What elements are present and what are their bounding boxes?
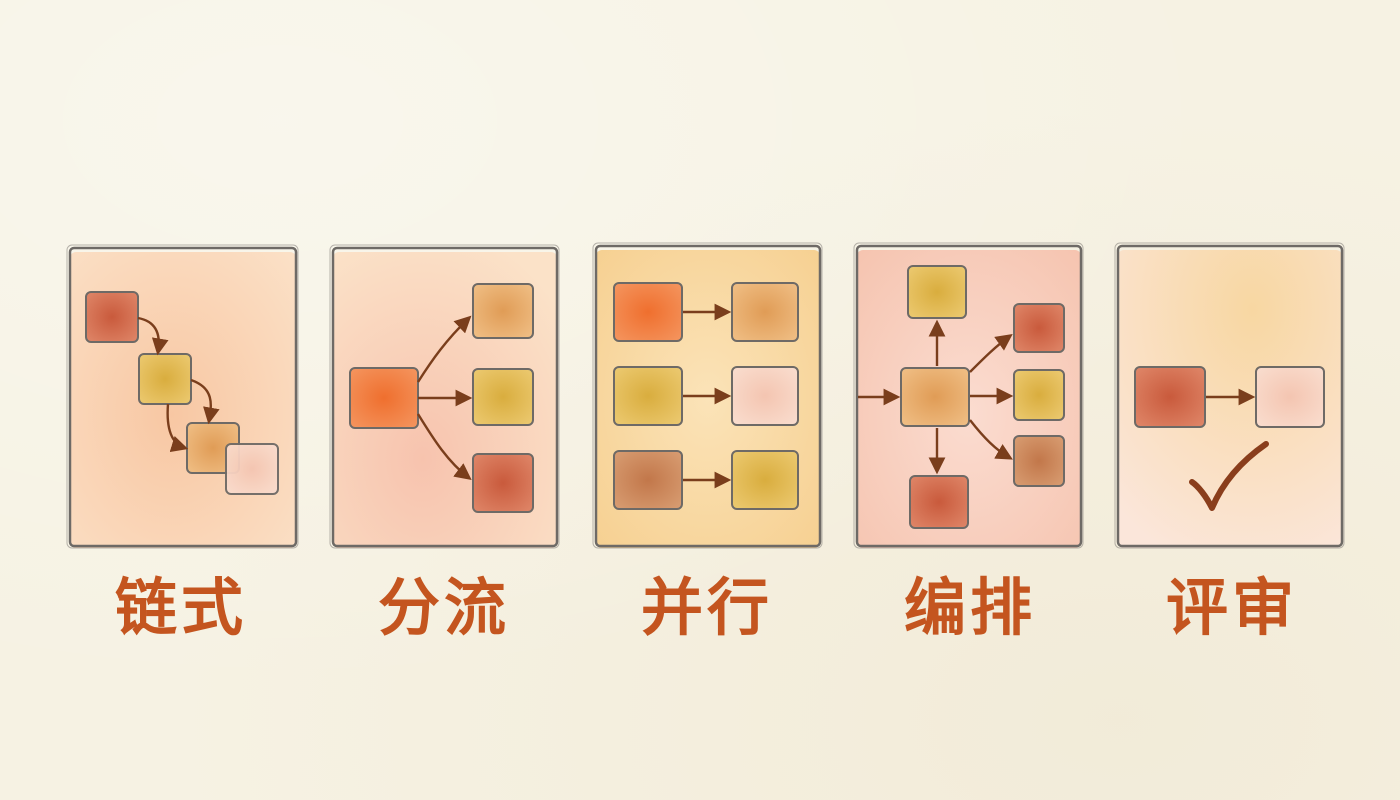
label-parallel: 并行: [640, 571, 773, 644]
orchestrate-arrow-right-3: [969, 419, 1013, 460]
label-review: 评审: [1165, 571, 1298, 644]
chain-step-2: [138, 353, 192, 405]
review-generator: [1134, 366, 1206, 428]
panel-chain-frame-sketch: [66, 244, 299, 549]
worker-right-1: [1013, 303, 1065, 353]
panel-route-frame-sketch: [329, 244, 560, 549]
chain-step-1: [85, 291, 139, 343]
parallel-lane-2-start: [613, 366, 683, 426]
chain-arrow-3: [166, 403, 189, 453]
checkmark-icon: [1189, 441, 1269, 511]
panel-orchestrate-frame-sketch: [853, 242, 1084, 549]
route-target-3: [472, 453, 534, 513]
route-source: [349, 367, 419, 429]
worker-top: [907, 265, 967, 319]
review-evaluator: [1255, 366, 1325, 428]
panel-route: [329, 244, 560, 549]
label-route: 分流: [377, 571, 510, 644]
panel-parallel-frame-sketch: [592, 242, 823, 549]
parallel-lane-3-end: [731, 450, 799, 510]
panel-chain: [66, 244, 299, 549]
orchestrator-node: [900, 367, 970, 427]
route-arrow-1: [416, 315, 472, 383]
panel-review-wash: [1118, 250, 1342, 548]
panel-orchestrate-frame: [855, 244, 1083, 548]
route-target-1: [472, 283, 534, 339]
label-chain: 链式: [114, 571, 247, 644]
panel-orchestrate: [853, 242, 1084, 549]
panel-parallel-frame: [594, 244, 822, 548]
panel-review: [1114, 242, 1345, 549]
worker-right-2: [1013, 369, 1065, 421]
chain-arrow-2: [190, 378, 220, 425]
worker-bottom: [909, 475, 969, 529]
panel-parallel: [592, 242, 823, 549]
worker-right-3: [1013, 435, 1065, 487]
route-arrow-3: [416, 413, 472, 481]
parallel-lane-1-start: [613, 282, 683, 342]
parallel-lane-1-end: [731, 282, 799, 342]
orchestrate-arrow-right-1: [969, 334, 1013, 373]
label-orchestrate: 编排: [903, 571, 1036, 644]
parallel-lane-3-start: [613, 450, 683, 510]
chain-arrow-1: [137, 316, 169, 356]
panel-chain-frame: [68, 246, 298, 548]
panel-route-frame: [331, 246, 559, 548]
parallel-lane-2-end: [731, 366, 799, 426]
panel-review-frame-sketch: [1114, 242, 1345, 549]
route-target-2: [472, 368, 534, 426]
chain-step-4: [225, 443, 279, 495]
panel-review-frame: [1116, 244, 1344, 548]
